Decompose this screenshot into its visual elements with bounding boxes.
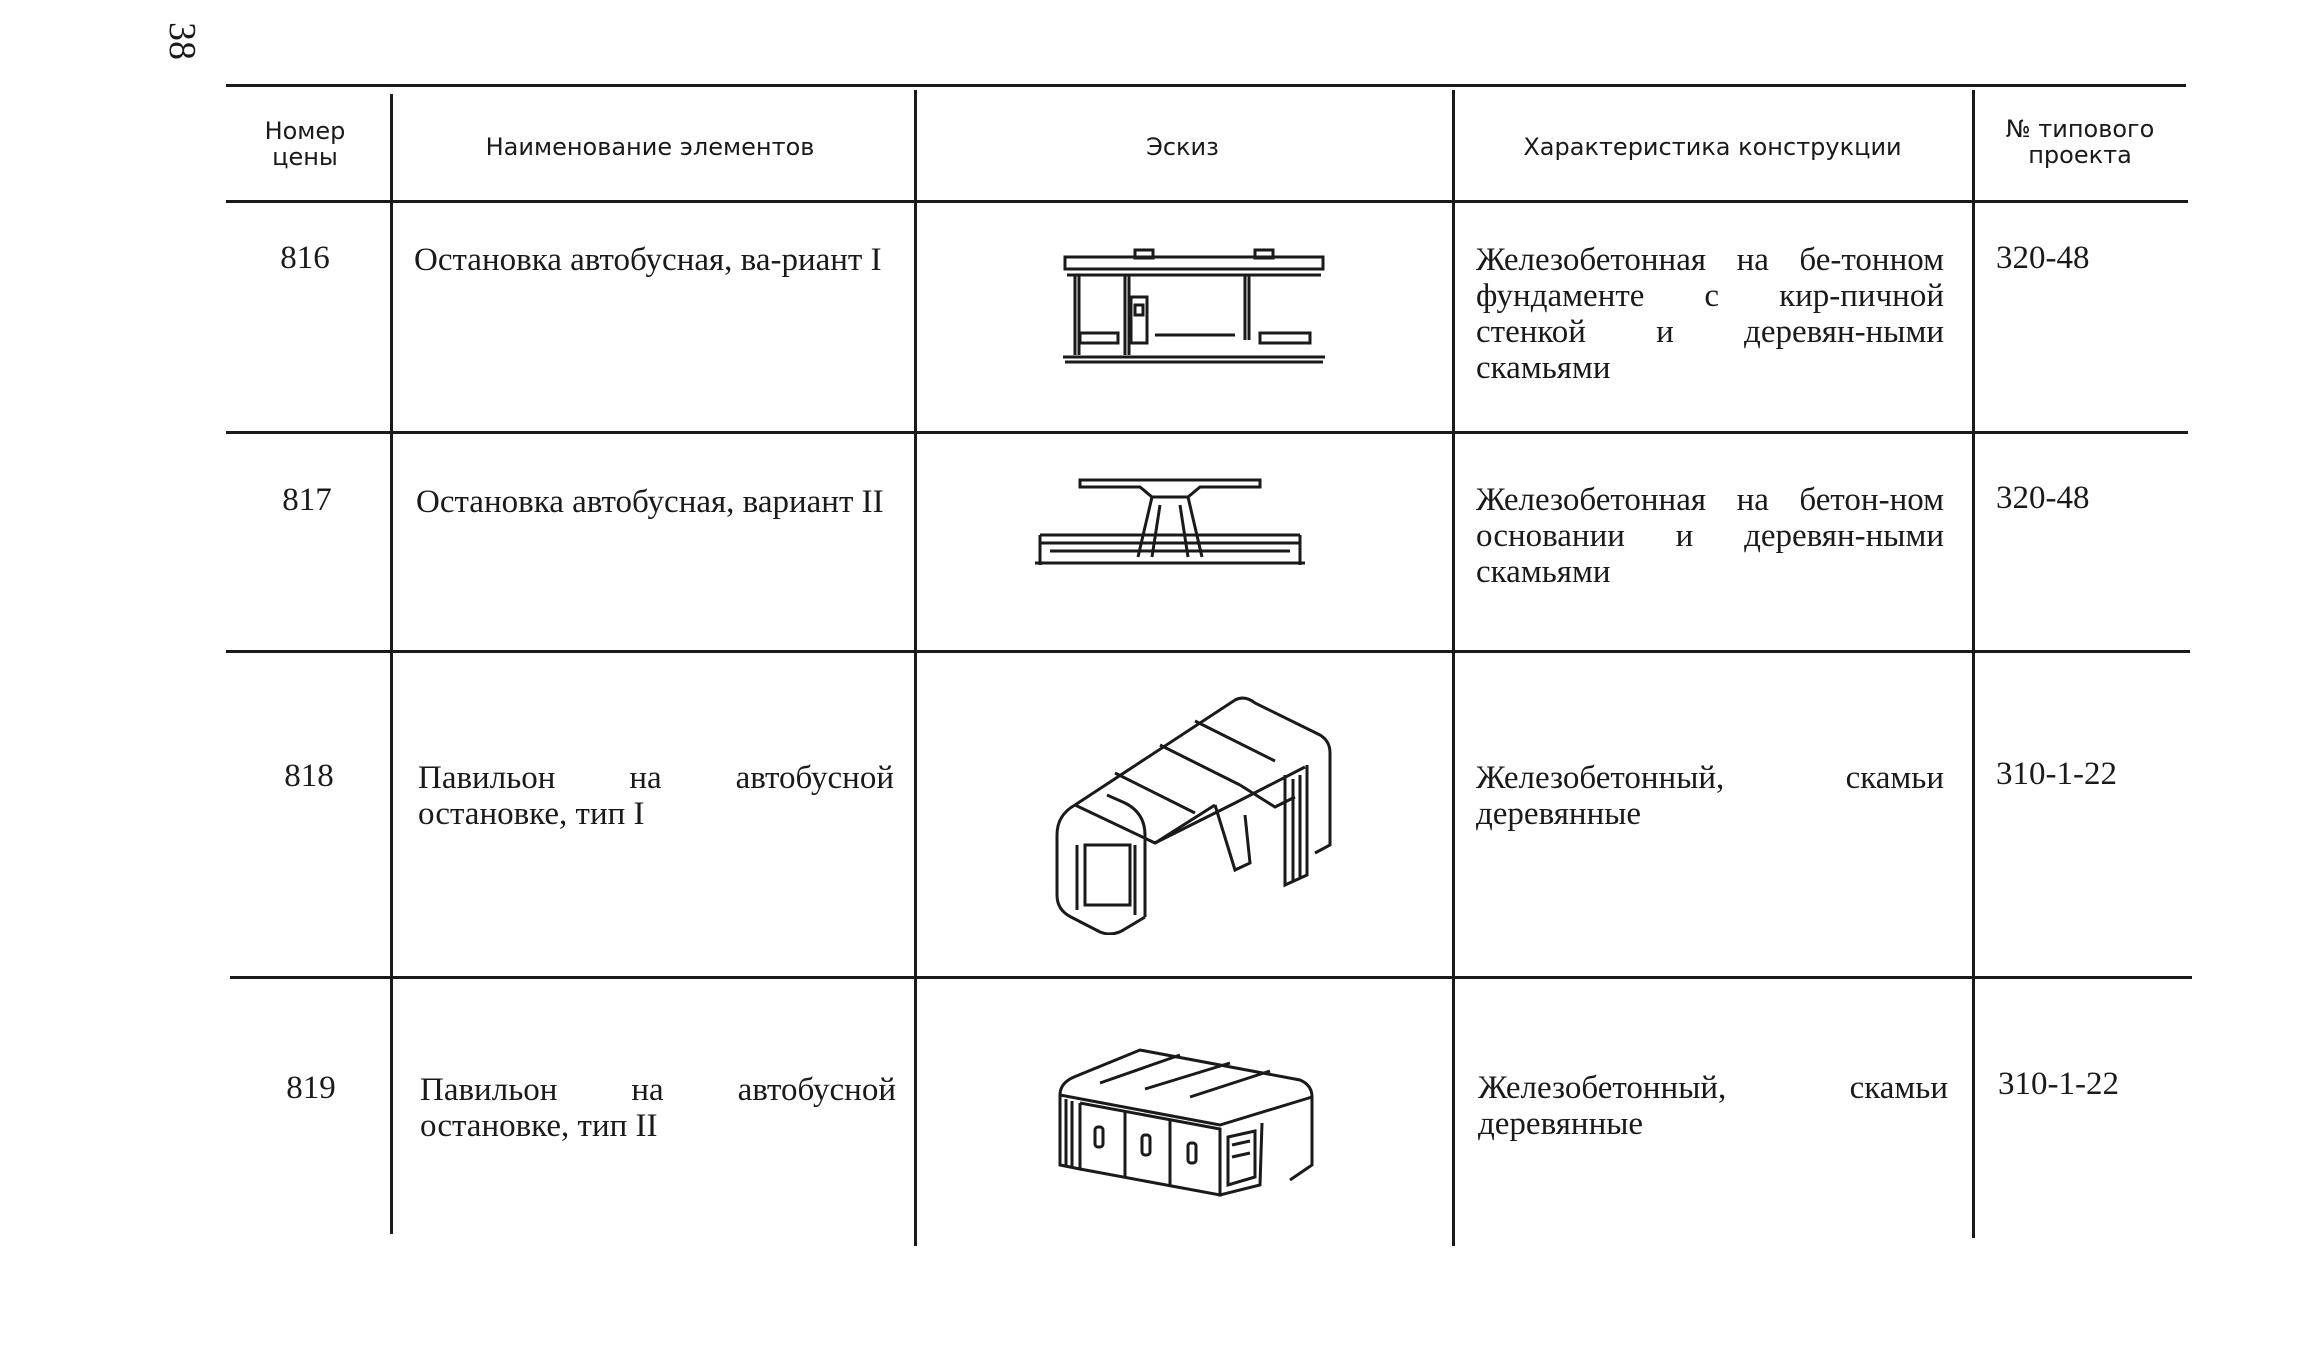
- row-divider-1: [226, 431, 2188, 434]
- pavilion-type-1-sketch: [1045, 695, 1335, 935]
- row-817-element-name: Остановка автобусная, вариант II: [416, 484, 884, 520]
- row-819-price-number: 819: [286, 1070, 336, 1106]
- row-819-project-no: 310-1-22: [1998, 1066, 2119, 1102]
- row-817-construction: Железобетонная на бетон-ном основании и …: [1476, 482, 1944, 590]
- row-divider-3: [230, 976, 2192, 979]
- row-817-price-number: 817: [282, 482, 332, 518]
- header-construction: Характеристика конструкции: [1523, 133, 1902, 161]
- column-divider-1: [390, 94, 393, 1234]
- bus-stop-variant-1-sketch: [1055, 245, 1335, 370]
- bus-stop-variant-2-sketch: [1030, 475, 1310, 570]
- header-bottom-rule: [226, 200, 2188, 203]
- header-project-no: № типового проекта: [2005, 115, 2155, 169]
- row-divider-2: [226, 650, 2190, 653]
- row-819-construction: Железобетонный, скамьи деревянные: [1478, 1070, 1948, 1142]
- pavilion-type-2-sketch: [1050, 1045, 1320, 1205]
- header-sketch: Эскиз: [1146, 133, 1219, 161]
- row-817-project-no: 320-48: [1996, 480, 2090, 516]
- column-divider-3: [1452, 90, 1455, 1246]
- row-819-element-name: Павильон на автобусной остановке, тип II: [420, 1072, 896, 1144]
- column-divider-4: [1972, 90, 1975, 1238]
- row-816-project-no: 320-48: [1996, 240, 2090, 276]
- header-element-name: Наименование элементов: [485, 133, 815, 161]
- row-816-element-name: Остановка автобусная, ва-риант I: [414, 242, 882, 278]
- header-price-number: Номер цены: [264, 117, 346, 171]
- row-818-price-number: 818: [284, 758, 334, 794]
- row-818-project-no: 310-1-22: [1996, 756, 2117, 792]
- table-top-rule: [226, 84, 2186, 87]
- page-number: 38: [161, 22, 203, 60]
- row-816-price-number: 816: [280, 240, 330, 276]
- row-816-construction: Железобетонная на бе-тонном фундаменте с…: [1476, 242, 1944, 386]
- row-818-element-name: Павильон на автобусной остановке, тип I: [418, 760, 894, 832]
- column-divider-2: [914, 90, 917, 1246]
- row-818-construction: Железобетонный, скамьи деревянные: [1476, 760, 1944, 832]
